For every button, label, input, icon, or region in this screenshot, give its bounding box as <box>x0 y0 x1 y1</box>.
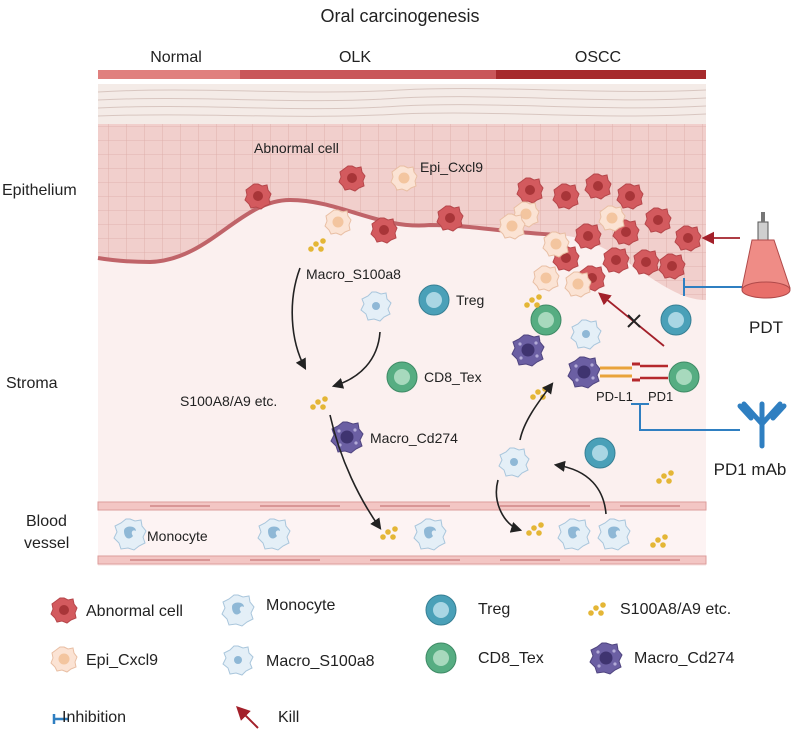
label-s100a8a9: S100A8/A9 etc. <box>180 393 277 409</box>
legend-cd8-tex: CD8_Tex <box>478 650 544 667</box>
stage-bar-olk <box>240 70 496 79</box>
legend: Abnormal cell Monocyte Treg S100A8/A9 et… <box>50 594 735 729</box>
label-epi-cxcl9: Epi_Cxcl9 <box>420 159 483 175</box>
cd8-tex-cell-oscc <box>530 304 562 336</box>
label-pdl1: PD-L1 <box>596 389 633 404</box>
label-pd1: PD1 <box>648 389 673 404</box>
stage-bar-normal <box>98 70 240 79</box>
legend-s100a8a9: S100A8/A9 etc. <box>620 601 731 618</box>
tissue-panel <box>97 84 707 566</box>
legend-kill: Kill <box>278 709 299 726</box>
stage-olk: OLK <box>339 49 371 66</box>
label-monocyte-vessel: Monocyte <box>147 528 208 544</box>
label-cd8-tex: CD8_Tex <box>424 369 482 385</box>
label-macro-cd274: Macro_Cd274 <box>370 430 458 446</box>
region-epithelium: Epithelium <box>2 182 77 199</box>
stage-oscc: OSCC <box>575 49 621 66</box>
pd1-mab-icon <box>737 401 787 449</box>
treg-cell-oscc <box>660 304 692 336</box>
stage-bar-oscc <box>496 70 706 79</box>
legend-epi-cxcl9: Epi_Cxcl9 <box>86 652 158 669</box>
treg-cell <box>418 284 450 316</box>
kill-blocked-x <box>627 314 641 328</box>
label-pdt: PDT <box>749 318 783 337</box>
stage-normal: Normal <box>150 49 202 66</box>
cd8-tex-cell-pd1 <box>668 361 700 393</box>
legend-treg: Treg <box>478 601 510 618</box>
label-macro-s100a8: Macro_S100a8 <box>306 266 401 282</box>
legend-inhibition-icon <box>52 714 68 724</box>
pdl1-pd1-interaction <box>600 362 668 382</box>
label-abnormal-cell: Abnormal cell <box>254 140 339 156</box>
pdt-icon <box>741 212 791 299</box>
label-pd1-mab: PD1 mAb <box>714 460 787 479</box>
legend-macro-s100a8: Macro_S100a8 <box>266 653 375 670</box>
region-blood: Blood <box>26 513 67 530</box>
legend-macro-cd274: Macro_Cd274 <box>634 650 735 667</box>
inhibition-lines <box>631 278 742 431</box>
flow-arrows <box>291 267 607 533</box>
legend-monocyte: Monocyte <box>266 597 335 614</box>
region-stroma: Stroma <box>6 375 58 392</box>
legend-inhibition: Inhibition <box>62 709 126 726</box>
region-vessel: vessel <box>24 535 69 552</box>
legend-kill-icon <box>236 706 259 729</box>
label-treg: Treg <box>456 292 484 308</box>
treg-cell-oscc-2 <box>584 437 616 469</box>
figure-title: Oral carcinogenesis <box>320 6 479 26</box>
legend-abnormal-cell: Abnormal cell <box>86 603 183 620</box>
cd8-tex-cell <box>386 361 418 393</box>
